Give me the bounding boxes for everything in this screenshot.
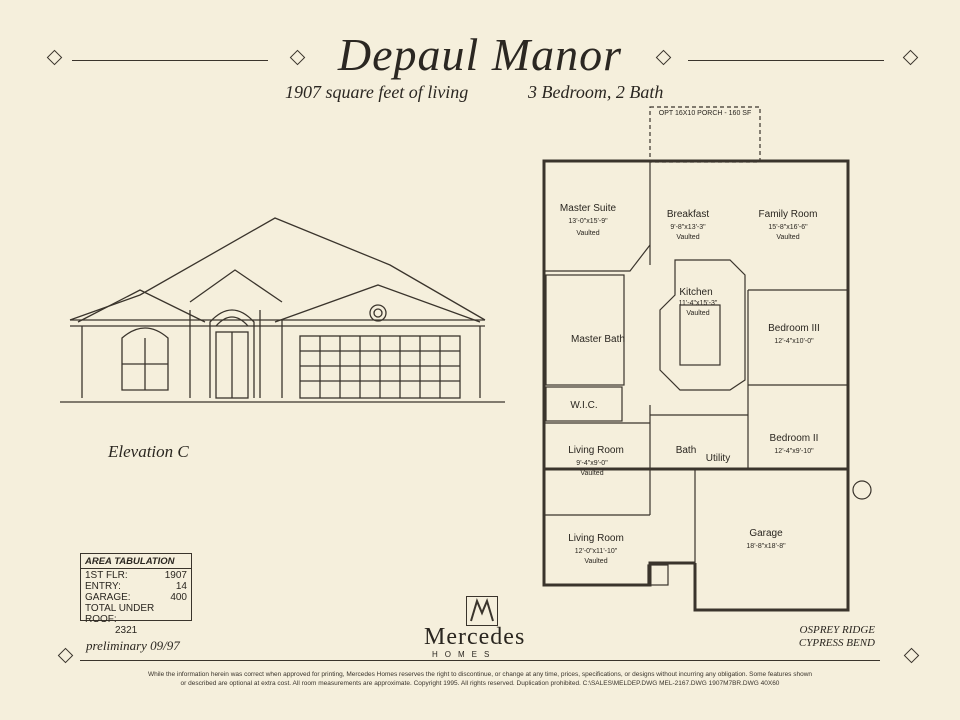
- room-master-suite: Master Suite 13'-0"x15'-9" Vaulted: [560, 203, 617, 237]
- brand-subtitle: HOMES: [432, 650, 497, 659]
- community-names: OSPREY RIDGE CYPRESS BEND: [760, 624, 875, 650]
- room-name: Family Room: [759, 209, 818, 220]
- room-note: Vaulted: [580, 470, 603, 477]
- room-note: Vaulted: [576, 230, 599, 237]
- room-note: Vaulted: [676, 234, 699, 241]
- room-wic: W.I.C.: [570, 400, 597, 411]
- room-name: Kitchen: [679, 287, 712, 298]
- room-name: Bedroom II: [770, 433, 819, 444]
- brand-name: Mercedes: [424, 624, 526, 650]
- room-name: Living Room: [568, 445, 624, 456]
- elevation-label: Elevation C: [108, 442, 189, 461]
- disclaimer-line: While the information herein was correct…: [147, 671, 813, 678]
- room-dims: 15'-8"x16'-6": [768, 224, 808, 231]
- room-dims: 9'-8"x13'-3": [670, 224, 706, 231]
- area-label: GARAGE:: [85, 592, 131, 603]
- room-bath: Bath: [676, 445, 697, 456]
- room-name: Master Suite: [560, 203, 617, 214]
- diamond-ornament-icon: [903, 647, 920, 664]
- mercedes-logo-icon: [466, 596, 498, 626]
- area-row: ENTRY: 14: [85, 581, 187, 592]
- room-garage: Garage 18'-8"x18'-8": [746, 528, 786, 550]
- area-row: GARAGE: 400: [85, 592, 187, 603]
- room-bedroom-2: Bedroom II 12'-4"x9'-10": [770, 433, 819, 455]
- room-kitchen: Kitchen 11'-4"x15'-3" Vaulted: [679, 287, 718, 317]
- disclaimer-line: or described are optional at extra cost.…: [180, 680, 780, 687]
- room-name: Utility: [706, 453, 730, 464]
- room-name: Breakfast: [667, 209, 709, 220]
- room-living-room-2: Living Room 12'-0"x11'-10" Vaulted: [568, 533, 624, 565]
- room-dims: 18'-8"x18'-8": [746, 543, 786, 550]
- diamond-ornament-icon: [57, 647, 74, 664]
- room-name: Bedroom III: [768, 323, 820, 334]
- area-row: TOTAL UNDER ROOF: 2321: [85, 603, 187, 636]
- area-value: 1907: [164, 570, 187, 581]
- room-dims: 13'-0"x15'-9": [568, 218, 608, 225]
- room-note: Vaulted: [584, 558, 607, 565]
- room-dims: 9'-4"x9'-0": [576, 460, 608, 467]
- room-name: W.I.C.: [570, 400, 597, 411]
- area-label: 1ST FLR:: [85, 570, 128, 581]
- area-value: 400: [170, 592, 187, 603]
- preliminary-date: preliminary 09/97: [86, 638, 180, 653]
- room-dims: 12'-4"x10'-0": [774, 338, 814, 345]
- room-living-room-1: Living Room 9'-4"x9'-0" Vaulted: [568, 445, 624, 477]
- community-name: CYPRESS BEND: [798, 637, 875, 649]
- bedrooms-baths: 3 Bedroom, 2 Bath: [528, 82, 664, 102]
- room-breakfast: Breakfast 9'-8"x13'-3" Vaulted: [667, 209, 709, 241]
- title-rule-right: [688, 60, 884, 61]
- room-name: Living Room: [568, 533, 624, 544]
- room-utility: Utility: [706, 453, 730, 464]
- room-master-bath: Master Bath: [571, 334, 625, 345]
- area-tabulation: AREA TABULATION 1ST FLR: 1907 ENTRY: 14 …: [80, 553, 192, 636]
- room-dims: 12'-4"x9'-10": [774, 448, 814, 455]
- room-dims: 11'-4"x15'-3": [679, 300, 718, 307]
- disclaimer: While the information herein was correct…: [110, 670, 850, 688]
- room-name: Garage: [749, 528, 783, 539]
- page-title: Depaul Manor: [337, 29, 623, 80]
- room-name: Master Bath: [571, 334, 625, 345]
- porch-note: OPT 16X10 PORCH - 160 SF: [659, 110, 751, 117]
- area-label: TOTAL UNDER ROOF:: [85, 603, 155, 625]
- floor-plan: OPT 16X10 PORCH - 160 SF Master Suite 13…: [542, 106, 872, 612]
- area-label: ENTRY:: [85, 581, 121, 592]
- community-name: OSPREY RIDGE: [799, 624, 875, 636]
- area-value: 14: [175, 581, 187, 592]
- elevation-drawing: [60, 217, 505, 403]
- area-row: 1ST FLR: 1907: [85, 570, 187, 581]
- room-family-room: Family Room 15'-8"x16'-6" Vaulted: [759, 209, 818, 241]
- area-value: 2321: [115, 625, 138, 636]
- room-name: Bath: [676, 445, 697, 456]
- title-rule-left: [72, 60, 268, 61]
- room-bedroom-3: Bedroom III 12'-4"x10'-0": [768, 323, 820, 345]
- room-note: Vaulted: [686, 310, 709, 317]
- square-feet: 1907 square feet of living: [285, 82, 469, 102]
- room-dims: 12'-0"x11'-10": [575, 548, 618, 555]
- footer-rule: [80, 660, 880, 661]
- area-tabulation-heading: AREA TABULATION: [81, 556, 191, 569]
- room-note: Vaulted: [776, 234, 799, 241]
